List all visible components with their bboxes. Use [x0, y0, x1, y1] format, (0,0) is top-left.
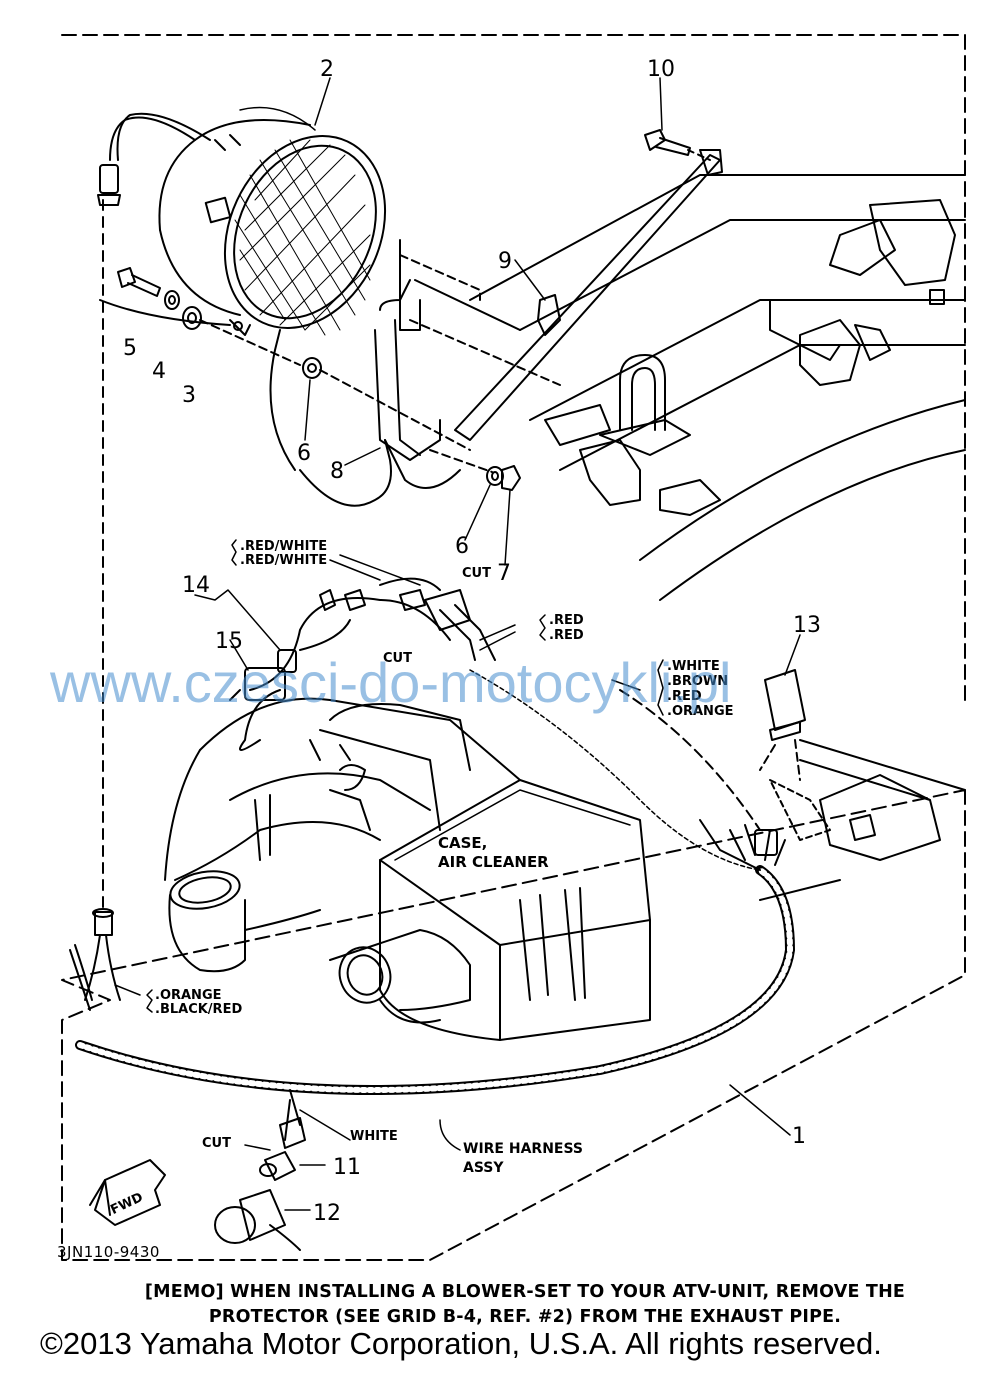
sub-harness [229, 577, 496, 751]
fwd-arrow-icon [89, 1159, 166, 1226]
bolt-5 [117, 267, 161, 297]
callout-15: 15 [215, 629, 243, 654]
nut-7 [501, 465, 521, 491]
label-red-2: .RED [549, 628, 584, 643]
wire-labels: .RED/WHITE .RED/WHITE CUT CUT .RED .RED … [155, 539, 734, 1151]
air-cleaner-case [379, 779, 651, 1041]
bracket-8 [269, 239, 561, 507]
memo-note: [MEMO] WHEN INSTALLING A BLOWER-SET TO Y… [60, 1280, 990, 1330]
callout-12: 12 [313, 1201, 341, 1226]
dashed-frame [61, 34, 966, 1261]
callout-5: 5 [123, 336, 137, 361]
leader-lines [114, 77, 801, 1211]
strut [454, 154, 721, 441]
label-cut-mid: CUT [383, 651, 412, 666]
switch-12 [214, 1189, 301, 1251]
connector-13 [759, 669, 806, 781]
callout-11: 11 [333, 1155, 361, 1180]
callout-14: 14 [182, 573, 210, 598]
case-label: CASE, AIR CLEANER [438, 834, 549, 871]
label-red-white-1: .RED/WHITE [240, 539, 327, 554]
wire-harness-label-line2: ASSY [463, 1160, 504, 1176]
label-red-white-2: .RED/WHITE [240, 553, 327, 568]
memo-line-1: [MEMO] WHEN INSTALLING A BLOWER-SET TO Y… [144, 1282, 906, 1302]
callout-3: 3 [182, 383, 196, 408]
callout-7: 7 [497, 561, 511, 586]
washer-6-upper [302, 357, 322, 379]
intake-body [164, 697, 521, 1024]
callout-numbers: 2 10 9 5 4 3 6 8 6 7 14 15 13 1 11 12 [123, 57, 821, 1226]
label-cut-top: CUT [462, 566, 491, 581]
callout-2: 2 [320, 57, 334, 82]
memo-line-2: PROTECTOR (SEE GRID B-4, REF. #2) FROM T… [208, 1307, 842, 1327]
callout-10: 10 [647, 57, 675, 82]
clip-9 [537, 294, 561, 336]
drawing-code: 3JN110-9430 [57, 1243, 160, 1261]
case-label-line2: AIR CLEANER [438, 853, 549, 871]
right-mount [759, 739, 966, 901]
frame-rails [469, 174, 966, 601]
washer-6-lower [486, 466, 504, 486]
label-red: .RED [667, 689, 702, 704]
blower-2 [97, 106, 387, 336]
washer-4 [164, 290, 180, 310]
label-white-low: WHITE [350, 1129, 398, 1144]
callout-4: 4 [152, 359, 166, 384]
wire-harness-label: WIRE HARNESS ASSY [463, 1140, 583, 1178]
callout-6-lower: 6 [455, 534, 469, 559]
watermark: www.czesci-do-motocykli.pl [50, 651, 732, 714]
label-white: .WHITE [667, 659, 720, 674]
label-orange-low: .ORANGE [155, 988, 222, 1003]
label-brackets [146, 539, 664, 1013]
callout-6-upper: 6 [297, 441, 311, 466]
switch-11 [259, 1099, 296, 1181]
grommet-3 [182, 306, 202, 330]
label-orange: .ORANGE [667, 704, 734, 719]
case-label-line1: CASE, [438, 834, 487, 852]
label-black-red: .BLACK/RED [155, 1002, 242, 1017]
wire-harness-label-line1: WIRE HARNESS [463, 1141, 584, 1157]
label-brown: .BROWN [667, 674, 728, 689]
callout-13: 13 [793, 613, 821, 638]
callout-8: 8 [330, 459, 344, 484]
label-red-1: .RED [549, 613, 584, 628]
copyright-notice: ©2013 Yamaha Motor Corporation, U.S.A. A… [40, 1326, 882, 1361]
label-cut-low: CUT [202, 1136, 231, 1151]
bolt-10 [644, 129, 691, 156]
lower-cable [69, 199, 121, 1011]
callout-1: 1 [792, 1124, 806, 1149]
u-bracket [619, 354, 666, 431]
callout-9: 9 [498, 249, 512, 274]
wire-harness [75, 669, 795, 1095]
